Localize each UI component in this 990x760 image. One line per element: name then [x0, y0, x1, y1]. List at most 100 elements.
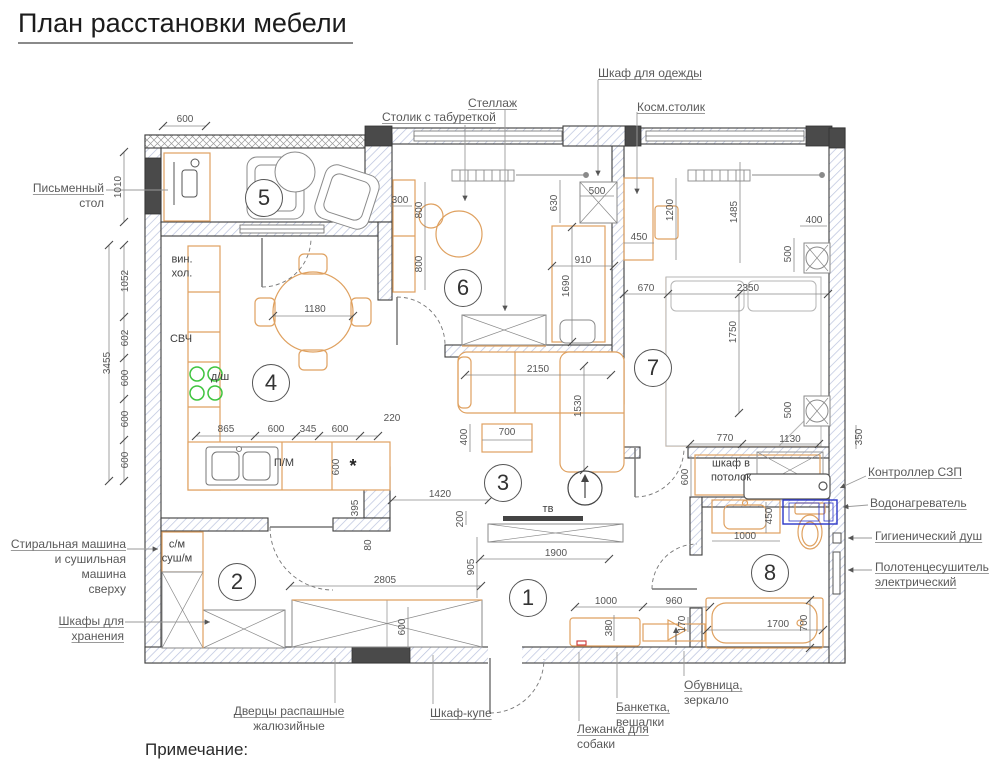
dimension-label: 1900	[544, 548, 568, 559]
water-heater-callout: Водонагреватель	[870, 496, 967, 510]
desk-callout-line1: Письменный	[32, 181, 104, 195]
dimension-label: 170	[677, 615, 688, 633]
coffee-table	[481, 423, 533, 453]
wall-pillars	[144, 125, 846, 664]
dimension-label: 400	[459, 428, 470, 446]
dimension-label: 770	[716, 433, 734, 444]
dimension-label: 905	[466, 558, 477, 576]
dimension-label: 800	[414, 255, 425, 273]
dimension-label: 1700	[766, 619, 790, 630]
dimension-label: 450	[630, 232, 648, 243]
radiators	[451, 169, 825, 182]
note-label: Примечание:	[145, 740, 249, 759]
room-number-2: 2	[218, 563, 256, 601]
washer-callout: Стиральная машина и сушильная машина све…	[10, 537, 126, 596]
controller-device	[743, 473, 831, 500]
dimension-label: 670	[637, 283, 655, 294]
room-number-4: 4	[252, 364, 290, 402]
room-number-1: 1	[509, 579, 547, 617]
gray-furniture-layer	[161, 151, 842, 649]
storage-callout: Шкафы для хранения	[58, 614, 124, 643]
dimension-label: 602	[120, 329, 131, 347]
circle-arrow-symbol	[567, 470, 603, 506]
cosmetic-table	[623, 177, 679, 261]
desk-chair	[559, 319, 596, 344]
wardrobe-callout: Шкаф для одежды	[598, 66, 702, 80]
dimension-label: 1052	[120, 269, 131, 293]
asterisk-note: *	[349, 455, 357, 476]
washer-dryer-label: с/м суш/м	[161, 538, 193, 564]
dimension-label: 395	[350, 499, 361, 517]
room-number-6: 6	[444, 269, 482, 307]
dimension-label: 1420	[428, 489, 452, 500]
shoe-cabinet-callout: Обувница, зеркало	[684, 678, 743, 707]
dimension-label: 600	[120, 410, 131, 428]
dimension-label: 700	[498, 427, 516, 438]
shelving-unit	[461, 314, 547, 347]
leader-lines-layer	[106, 80, 872, 721]
wardrobe-box	[579, 181, 618, 224]
dimension-label: 200	[455, 510, 466, 528]
room-number-5: 5	[245, 179, 283, 217]
controller-callout: Контроллер СЗП	[868, 465, 962, 479]
desk-zone	[163, 152, 211, 222]
tv-label: тв	[542, 503, 554, 516]
room-number-3: 3	[484, 464, 522, 502]
dimension-label: 1000	[594, 596, 618, 607]
page-title: План расстановки мебели	[18, 8, 353, 44]
room-number-7: 7	[634, 349, 672, 387]
dimension-label: 500	[783, 245, 794, 263]
hob	[189, 366, 223, 401]
p-m-label: П/М	[273, 457, 295, 470]
dimension-label: 600	[331, 458, 342, 476]
storage-boxes	[161, 571, 286, 649]
room-number-8: 8	[751, 554, 789, 592]
dimension-label: 1010	[113, 175, 124, 199]
dimension-label: 600	[331, 424, 349, 435]
tv-console	[487, 516, 624, 543]
dimension-label: 910	[574, 255, 592, 266]
dimension-label: 500	[588, 186, 606, 197]
dimension-label: 1485	[729, 200, 740, 224]
dimension-label: 1000	[733, 531, 757, 542]
dimension-label: 2805	[373, 575, 397, 586]
dimension-label: 1750	[728, 320, 739, 344]
dimension-label: 1690	[561, 274, 572, 298]
dimension-ticks	[104, 121, 833, 653]
louver-doors-callout: Дверцы распашные жалюзийные	[233, 704, 345, 733]
entrance-opening	[488, 646, 522, 664]
desk-callout: Письменный стол	[24, 181, 104, 211]
dimension-label: 3455	[102, 351, 113, 375]
bed	[665, 276, 822, 447]
dimension-label: 80	[363, 539, 374, 551]
dimension-lines-layer	[108, 125, 857, 648]
water-heater-box	[782, 499, 838, 525]
dimension-label: 2150	[526, 364, 550, 375]
dimension-label: 2350	[736, 283, 760, 294]
dimension-label: 600	[397, 618, 408, 636]
dimension-label: 345	[299, 424, 317, 435]
dimension-label: 600	[267, 424, 285, 435]
dimension-label: 500	[783, 401, 794, 419]
dog-bed-red-mark	[576, 640, 587, 646]
dimension-label: 450	[764, 507, 775, 525]
shoe-cabinet-mirror	[667, 618, 688, 642]
vent-fans	[803, 242, 831, 427]
dimension-label: 800	[414, 201, 425, 219]
cosmetic-table-callout: Косм.столик	[637, 100, 705, 114]
dog-bed-callout: Лежанка для собаки	[577, 722, 649, 751]
dimension-label: 400	[805, 215, 823, 226]
dimension-label: 600	[680, 468, 691, 486]
kitchen-sink	[205, 446, 279, 486]
windows	[239, 130, 805, 234]
dimension-label: 300	[391, 195, 409, 206]
dimension-label: 600	[120, 451, 131, 469]
sliding-wardrobe	[291, 599, 483, 648]
dimension-label: 960	[665, 596, 683, 607]
dimension-label: 1180	[304, 304, 326, 315]
wine-fridge-label: вин. хол.	[171, 253, 193, 279]
towel-dryer-callout: Полотенцесушитель электрический	[875, 560, 989, 589]
doors-layer	[261, 237, 698, 714]
dimension-label: 1130	[779, 434, 801, 445]
